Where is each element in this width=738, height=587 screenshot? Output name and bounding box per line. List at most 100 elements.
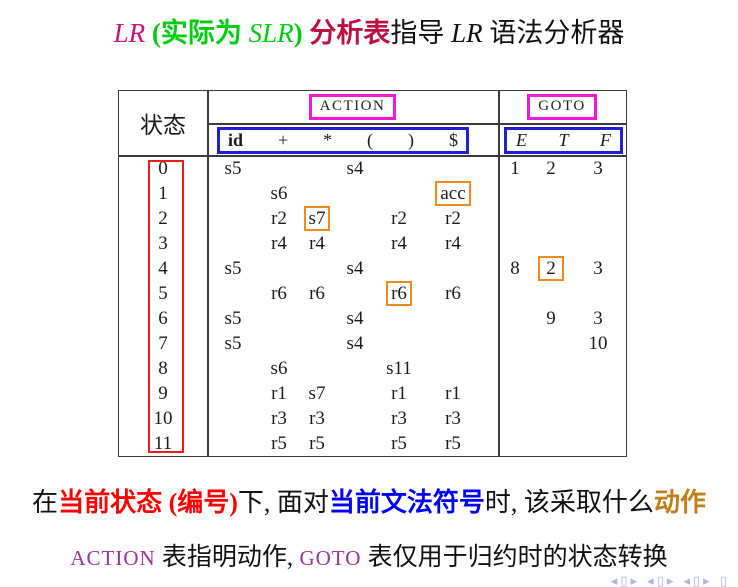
table-cell [570,406,626,431]
table-cell [532,206,570,231]
table-cell [498,431,532,456]
table-cell: r5 [445,432,461,454]
caption-line2: ACTION 表指明动作, GOTO 表仅用于归约时的状态转换 [0,541,738,575]
table-cell [375,156,423,181]
table-cell [498,356,532,381]
table-cell [423,256,483,281]
table-cell [498,406,532,431]
cap2-text1: 表指明动作, [155,544,300,571]
table-cell: r2 [271,207,287,229]
table-cell [423,156,483,181]
table-cell: r1 [445,382,461,404]
nonterminals-header-box: E T F [504,127,623,154]
table-cell [335,356,375,381]
table-cell [532,181,570,206]
table-cell: r1 [271,382,287,404]
title-lr: LR [113,18,146,48]
table-cell [207,181,259,206]
table-cell [570,356,626,381]
table-cell: s4 [346,157,364,179]
nonterminal-T: T [558,130,569,150]
cap1-at: 在 [32,488,59,517]
table-cell [498,281,532,306]
table-cell: r6 [271,282,287,304]
table-cell: s6 [270,357,288,379]
table-cell [532,281,570,306]
table-cell: r3 [271,407,287,429]
table-cell [423,331,483,356]
nonterminal-E: E [516,130,527,150]
state-cell: 11 [153,432,173,454]
table-cell [570,181,626,206]
table-cell: r5 [271,432,287,454]
cap1-what: 时, 该采取什么 [484,488,654,517]
table-cell [299,306,335,331]
line-under-goto-label [498,123,626,125]
line-under-action-label [207,123,498,125]
table-cell: r5 [309,432,325,454]
goto-header-wrap: GOTO [498,91,626,123]
terminal-rparen: ) [407,130,414,150]
table-cell [498,181,532,206]
table-cell [207,281,259,306]
table-cell [299,181,335,206]
title-paren-open: (实际为 [145,18,249,48]
goto-header-box: GOTO [527,94,597,120]
table-cell [259,331,299,356]
slide-title: LR (实际为 SLR) 分析表指导 LR 语法分析器 [0,16,738,50]
table-cell: r4 [391,232,407,254]
table-cell [259,256,299,281]
table-cell: s11 [386,357,412,379]
table-cell: acc [423,181,483,206]
state-cell: 1 [158,182,168,204]
terminals-header-box: id + * ( ) $ [217,127,469,154]
state-column-header: 状态 [140,113,186,138]
table-cell [498,231,532,256]
cap1-action-word: 动作 [653,488,706,517]
table-cell: s5 [224,257,242,279]
table-cell [299,256,335,281]
table-cell [532,356,570,381]
table-cell: s4 [346,332,364,354]
table-cell: s4 [346,257,364,279]
spacer-cell [483,181,498,206]
highlight-box: acc [435,181,471,206]
terminal-plus: + [277,130,289,150]
table-cell: 2 [546,157,556,179]
table-cell [375,181,423,206]
table-cell [532,231,570,256]
beamer-nav-icons[interactable]: ◂▯▸ ◂▯▸ ◂▯▸ ▯ [610,574,730,587]
table-cell: r4 [309,232,325,254]
table-cell: s7 [308,382,326,404]
table-cell [570,206,626,231]
table-cell [207,431,259,456]
table-cell: r3 [309,407,325,429]
table-cell: s5 [224,157,242,179]
table-cell [207,381,259,406]
spacer-cell [483,381,498,406]
table-cell [299,331,335,356]
action-header-box: ACTION [308,94,397,120]
title-guides: 指导 [390,18,452,48]
state-cell: 6 [158,307,168,329]
title-parse-table: 分析表 [309,18,391,48]
table-cell: r3 [445,407,461,429]
state-cell: 10 [153,407,173,429]
table-cell [375,331,423,356]
table-cell: r2 [391,207,407,229]
table-cell [570,231,626,256]
divider-state-action [207,91,209,456]
line-under-header [119,155,626,157]
spacer-cell [483,406,498,431]
table-cell: 2 [532,256,570,281]
table-cell: s7 [299,206,335,231]
table-cell [335,381,375,406]
table-cell [532,431,570,456]
table-cell: s6 [270,182,288,204]
table-cell: r6 [375,281,423,306]
spacer-cell [483,206,498,231]
table-cell: r4 [445,232,461,254]
table-cell: r3 [391,407,407,429]
